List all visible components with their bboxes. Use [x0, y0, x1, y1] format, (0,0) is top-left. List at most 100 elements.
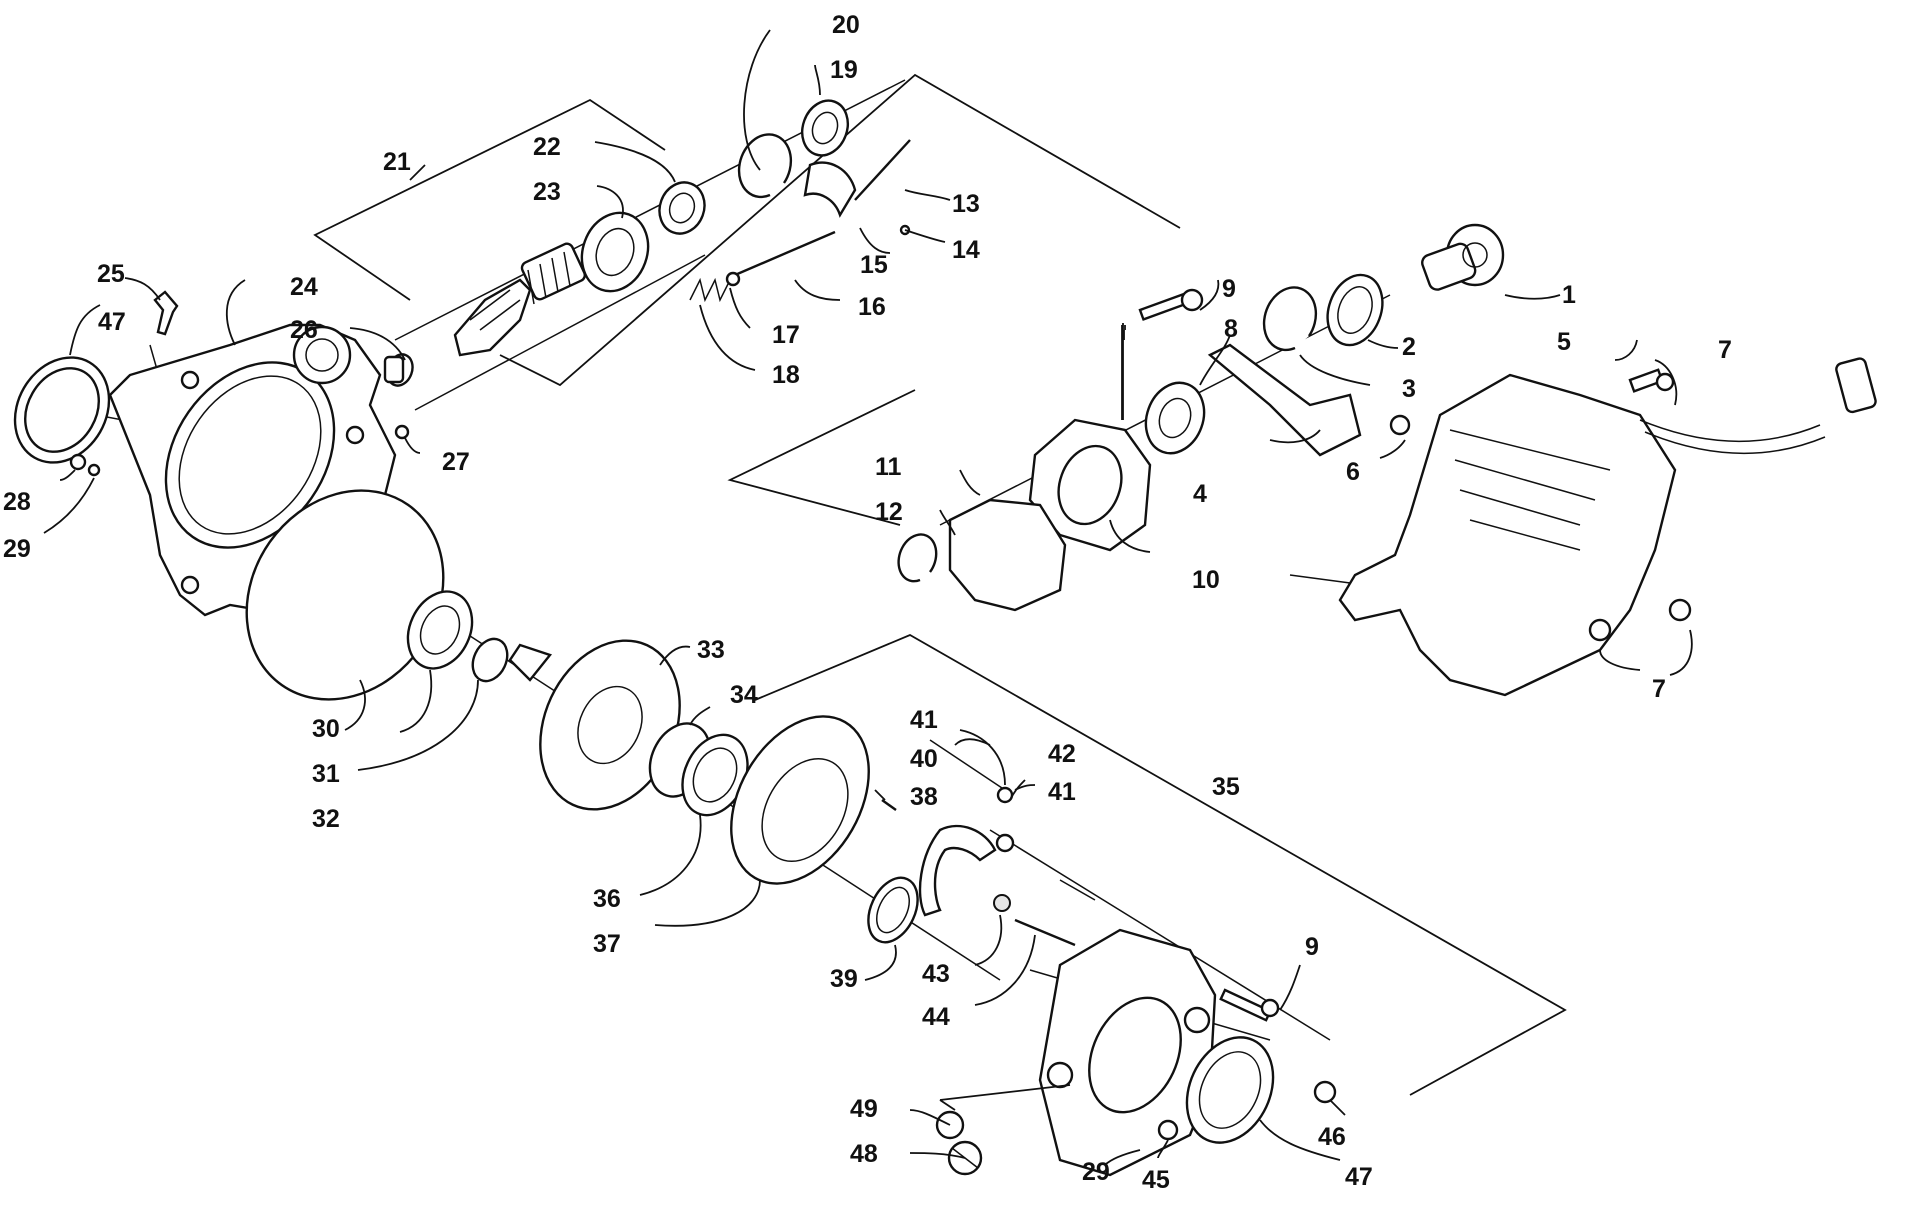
- label-46: 46: [1318, 1123, 1346, 1151]
- label-2: 2: [1402, 333, 1416, 361]
- label-48: 48: [850, 1140, 878, 1168]
- shift-fork-40: [918, 824, 1015, 917]
- label-7-lower: 7: [1652, 675, 1666, 703]
- bearing-23: [580, 211, 650, 293]
- bolt-7-lower: [1588, 598, 1692, 642]
- cover-housing: [1038, 928, 1217, 1177]
- label-43: 43: [922, 960, 950, 988]
- label-10: 10: [1192, 566, 1220, 594]
- label-3: 3: [1402, 375, 1416, 403]
- label-26: 26: [290, 316, 318, 344]
- plug-28: [69, 453, 101, 477]
- bracket-21: [313, 73, 1181, 387]
- label-29-right: 29: [1082, 1158, 1110, 1186]
- label-37: 37: [593, 930, 621, 958]
- label-30: 30: [312, 715, 340, 743]
- pinion-gear: [453, 242, 586, 357]
- label-35: 35: [1212, 773, 1240, 801]
- ring-32: [471, 637, 509, 683]
- label-9-lower: 9: [1305, 933, 1319, 961]
- pin-38: [881, 799, 897, 811]
- label-16: 16: [858, 293, 886, 321]
- label-47-right: 47: [1345, 1163, 1373, 1191]
- oring-27: [394, 424, 410, 440]
- label-33: 33: [697, 636, 725, 664]
- vent-fitting-25: [153, 290, 179, 336]
- bracket-10: [727, 323, 1126, 526]
- plug-45: [1157, 1119, 1179, 1141]
- label-49: 49: [850, 1095, 878, 1123]
- housing-24: [108, 323, 397, 617]
- label-11: 11: [875, 453, 902, 481]
- bolt-7-upper: [1628, 368, 1675, 393]
- washer-46: [1313, 1080, 1337, 1104]
- seal-47-right: [1185, 1036, 1275, 1144]
- label-8: 8: [1224, 315, 1238, 343]
- label-32: 32: [312, 805, 340, 833]
- flange-1: [1421, 223, 1505, 291]
- label-38: 38: [910, 783, 938, 811]
- label-28: 28: [3, 488, 31, 516]
- label-24: 24: [290, 273, 318, 301]
- label-27: 27: [442, 448, 470, 476]
- gasket-11: [948, 498, 1067, 612]
- snap-ring-20: [737, 133, 793, 199]
- shaft-44: [1014, 918, 1076, 947]
- bearing-31: [406, 590, 474, 670]
- label-41-upper: 41: [910, 706, 938, 734]
- label-29-left: 29: [3, 535, 31, 563]
- label-1: 1: [1562, 281, 1576, 309]
- bracket-4: [1207, 343, 1362, 457]
- label-6: 6: [1346, 458, 1360, 486]
- actuator-5: [1338, 357, 1877, 697]
- label-4: 4: [1193, 480, 1207, 508]
- shift-fork-15: [803, 139, 911, 236]
- oring-6: [1389, 414, 1411, 436]
- spring-18: [689, 277, 731, 303]
- bracket-35: [754, 633, 1567, 1096]
- shaft-16: [734, 230, 836, 277]
- callout-labels: 1 2 3 4 5 6 7 7 8 9 9 10 11 12 13 14 15 …: [3, 11, 1732, 1194]
- label-34: 34: [730, 681, 758, 709]
- label-25: 25: [97, 260, 125, 288]
- label-21: 21: [383, 148, 411, 176]
- label-23: 23: [533, 178, 561, 206]
- label-15: 15: [860, 251, 888, 279]
- label-19: 19: [830, 56, 858, 84]
- leader-lines: [43, 29, 1693, 1166]
- label-36: 36: [593, 885, 621, 913]
- label-14: 14: [952, 236, 980, 264]
- label-17: 17: [772, 321, 800, 349]
- snap-ring-3: [1262, 286, 1318, 352]
- label-41-lower: 41: [1048, 778, 1076, 806]
- bearing-19: [801, 99, 849, 157]
- label-22: 22: [533, 133, 561, 161]
- label-31: 31: [312, 760, 340, 788]
- bearing-39: [867, 876, 919, 944]
- label-39: 39: [830, 965, 858, 993]
- bearing-26: [383, 353, 414, 387]
- label-7-upper: 7: [1718, 336, 1732, 364]
- label-5: 5: [1557, 328, 1571, 356]
- label-42: 42: [1048, 740, 1076, 768]
- label-47-left: 47: [98, 308, 126, 336]
- label-20: 20: [832, 11, 860, 39]
- label-45: 45: [1142, 1166, 1170, 1194]
- label-44: 44: [922, 1003, 950, 1031]
- label-40: 40: [910, 745, 938, 773]
- housing-10: [1028, 418, 1152, 552]
- label-18: 18: [772, 361, 800, 389]
- bolt-9-upper: [1138, 288, 1204, 321]
- label-12: 12: [875, 498, 903, 526]
- coil-plate-37: [730, 715, 870, 885]
- washer-17: [725, 271, 741, 287]
- bearing-22: [658, 181, 706, 235]
- label-9-upper: 9: [1222, 275, 1236, 303]
- spring-43: [993, 894, 1011, 912]
- bearing-8: [1144, 381, 1206, 455]
- label-13: 13: [952, 190, 980, 218]
- seal-47-left: [13, 356, 111, 464]
- snap-ring-12: [897, 533, 938, 583]
